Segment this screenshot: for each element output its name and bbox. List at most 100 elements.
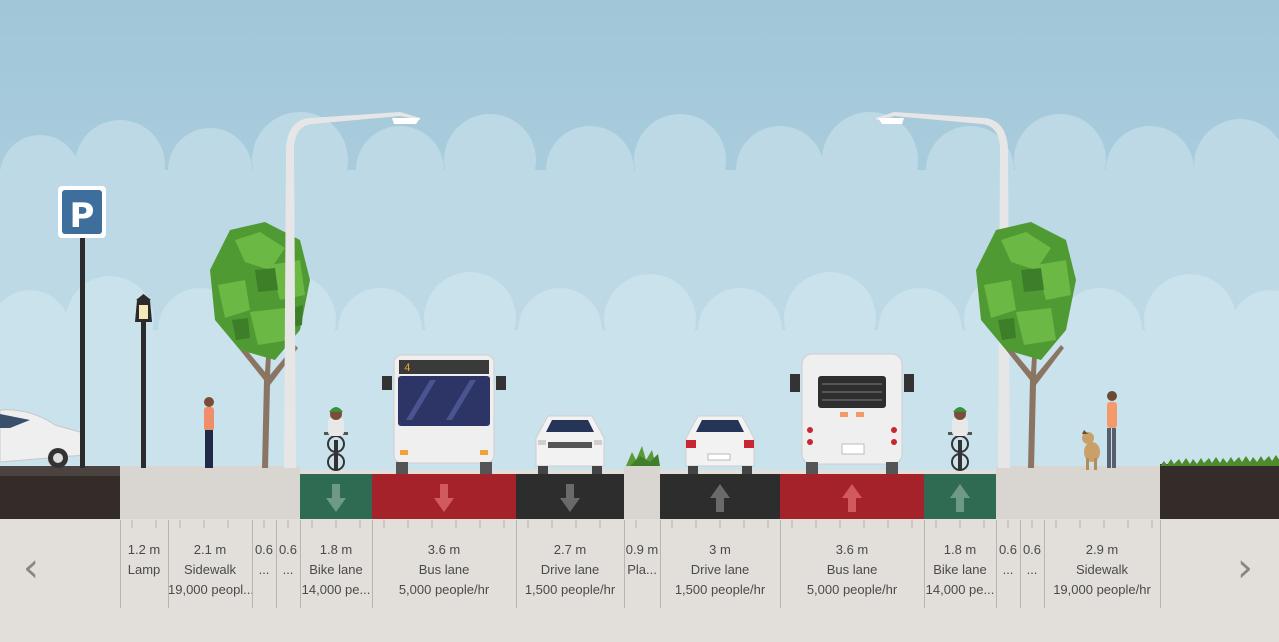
segment-divider[interactable]	[168, 520, 169, 608]
segment-divider[interactable]	[624, 520, 625, 608]
segment-sidewalk-left[interactable]: 2.1 m Sidewalk 19,000 peopl...	[168, 540, 252, 610]
car-left	[535, 415, 605, 474]
cyclist-right	[948, 407, 972, 471]
bus-route-number: 4	[404, 363, 411, 375]
segment-name: Pla...	[627, 562, 657, 577]
segment-name: Drive lane	[540, 562, 600, 577]
street-light-right	[876, 112, 1010, 468]
segment-capacity: 5,000 people/hr	[398, 582, 490, 597]
segment-width[interactable]: 1.8 m	[319, 542, 353, 557]
segment-narrow-4[interactable]: 0.6...	[1020, 540, 1044, 610]
chevron-left-icon: ‹	[23, 545, 39, 591]
planter-shrub	[626, 446, 660, 466]
grass-right	[1160, 455, 1279, 466]
segment-name: Sidewalk	[183, 562, 237, 577]
segment-divider[interactable]	[252, 520, 253, 608]
dirt-left-top	[0, 466, 120, 476]
segment-capacity: 19,000 people/hr	[1053, 582, 1151, 597]
scroll-right-button[interactable]: ›	[1230, 548, 1260, 588]
segment-name: ...	[282, 562, 294, 577]
chevron-right-icon: ›	[1237, 545, 1253, 591]
segment-sidewalk-right[interactable]: 2.9 m Sidewalk 19,000 people/hr	[1044, 540, 1160, 610]
arrow-up-icon	[950, 484, 970, 512]
segment-divider[interactable]	[300, 520, 301, 608]
parking-letter: P	[70, 196, 95, 236]
arrow-up-icon	[842, 484, 862, 512]
segment-width[interactable]: 2.7 m	[553, 542, 587, 557]
tree-right	[976, 222, 1076, 468]
segment-width[interactable]: 1.2 m	[127, 542, 161, 557]
cyclist-left	[324, 407, 348, 471]
segment-width[interactable]: 0.6	[278, 542, 298, 557]
pedestrian-left	[204, 397, 214, 468]
segment-divider[interactable]	[660, 520, 661, 608]
segment-lamp[interactable]: 1.2 m Lamp	[120, 540, 168, 610]
segment-name: Sidewalk	[1075, 562, 1129, 577]
info-band	[0, 519, 1279, 642]
segment-divider[interactable]	[1044, 520, 1045, 608]
segment-width[interactable]: 1.8 m	[943, 542, 977, 557]
segment-name: ...	[1002, 562, 1014, 577]
segment-divider[interactable]	[780, 520, 781, 608]
parking-sign: P	[58, 186, 106, 468]
segment-capacity: 19,000 peopl...	[168, 582, 252, 597]
segment-width[interactable]: 0.9 m	[625, 542, 659, 557]
segment-narrow-2[interactable]: 0.6...	[276, 540, 300, 610]
segment-name: Lamp	[127, 562, 161, 577]
segment-width[interactable]: 2.1 m	[193, 542, 227, 557]
parked-car	[0, 409, 85, 468]
segment-width[interactable]: 0.6	[254, 542, 274, 557]
segment-capacity: 1,500 people/hr	[524, 582, 616, 597]
segment-capacity: 14,000 pe...	[301, 582, 371, 597]
tree-left	[210, 222, 310, 468]
segment-width[interactable]: 3.6 m	[835, 542, 869, 557]
segment-name: ...	[258, 562, 270, 577]
segment-name: Bus lane	[826, 562, 878, 577]
segment-divider[interactable]	[996, 520, 997, 608]
street-light-left	[284, 112, 420, 468]
segment-width[interactable]: 3.6 m	[427, 542, 461, 557]
segment-bus-lane-left[interactable]: 3.6 m Bus lane 5,000 people/hr	[372, 540, 516, 610]
arrow-down-icon	[326, 484, 346, 512]
sidewalk-right-surface	[996, 466, 1160, 519]
segment-name: Bus lane	[418, 562, 470, 577]
segment-divider[interactable]	[1020, 520, 1021, 608]
segment-bus-lane-right[interactable]: 3.6 m Bus lane 5,000 people/hr	[780, 540, 924, 610]
segment-name: Bike lane	[933, 562, 987, 577]
segment-width[interactable]: 3 m	[709, 542, 731, 557]
old-lamp	[135, 294, 152, 468]
segment-narrow-1[interactable]: 0.6...	[252, 540, 276, 610]
segment-name: ...	[1026, 562, 1038, 577]
segment-narrow-3[interactable]: 0.6...	[996, 540, 1020, 610]
arrow-down-icon	[560, 484, 580, 512]
dog	[1082, 430, 1100, 470]
segment-divider[interactable]	[516, 520, 517, 608]
segment-divider[interactable]	[276, 520, 277, 608]
car-right	[685, 415, 755, 474]
pedestrian-right	[1107, 391, 1117, 468]
segment-width[interactable]: 0.6	[1022, 542, 1042, 557]
segment-bike-lane-right[interactable]: 1.8 m Bike lane 14,000 pe...	[924, 540, 996, 610]
segment-drive-lane-left[interactable]: 2.7 m Drive lane 1,500 people/hr	[516, 540, 624, 610]
ruler-ticks	[131, 520, 1153, 528]
segment-width[interactable]: 2.9 m	[1085, 542, 1119, 557]
bus-left: 4	[382, 354, 506, 474]
segment-name: Drive lane	[690, 562, 750, 577]
sidewalk-left-surface	[120, 466, 300, 519]
clouds-front	[0, 272, 1279, 470]
segment-divider[interactable]	[120, 520, 121, 608]
segment-divider[interactable]	[924, 520, 925, 608]
segment-divider[interactable]	[372, 520, 373, 608]
segment-capacity: 5,000 people/hr	[806, 582, 898, 597]
dirt-right	[1160, 464, 1279, 519]
segment-divider[interactable]	[1160, 520, 1161, 608]
arrow-down-icon	[434, 484, 454, 512]
planter-surface	[624, 466, 660, 519]
segment-width[interactable]: 0.6	[998, 542, 1018, 557]
segment-capacity: 14,000 pe...	[925, 582, 995, 597]
scroll-left-button[interactable]: ‹	[16, 548, 46, 588]
segment-planter[interactable]: 0.9 m Pla...	[624, 540, 660, 610]
